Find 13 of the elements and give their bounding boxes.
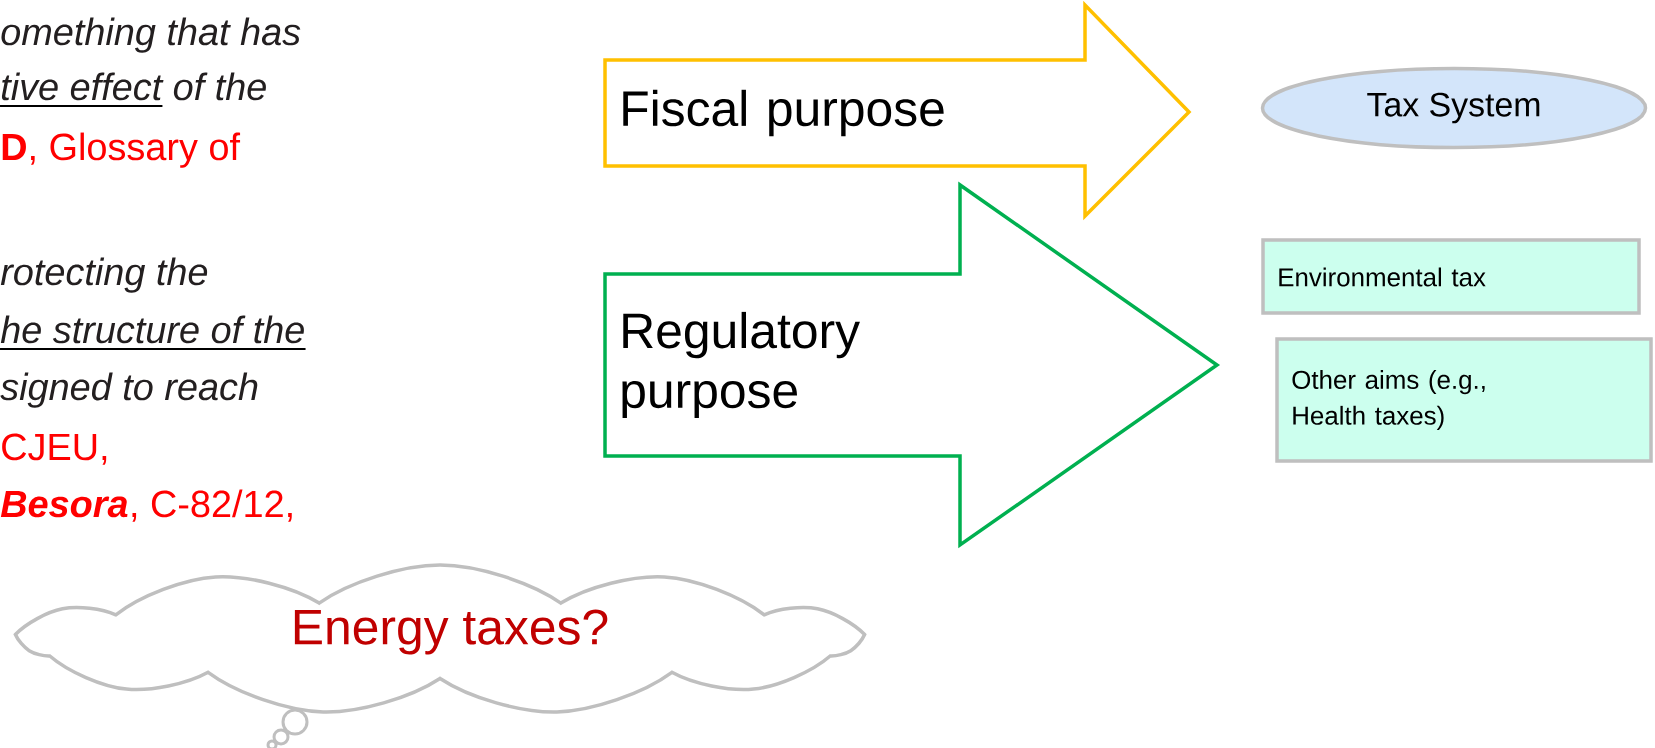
body-text: D, Glossary of [2,132,241,168]
body-text: , C-82/12, [132,489,292,522]
body-text: Besora [0,490,128,518]
thought-cloud: Energy taxes? [13,563,867,748]
body-text: omething that has [1,17,301,53]
text-box: Environmental tax [1261,238,1641,315]
body-text: signed to reach [0,372,258,408]
body-text: he structure of the [0,315,307,350]
text-box: Other aims (e.g., Health taxes) [1275,337,1653,463]
body-text: CJEU, [2,433,107,465]
body-text: rotecting the [0,257,208,293]
body-text: tive effect [0,72,164,107]
body-text: of the [173,72,266,101]
